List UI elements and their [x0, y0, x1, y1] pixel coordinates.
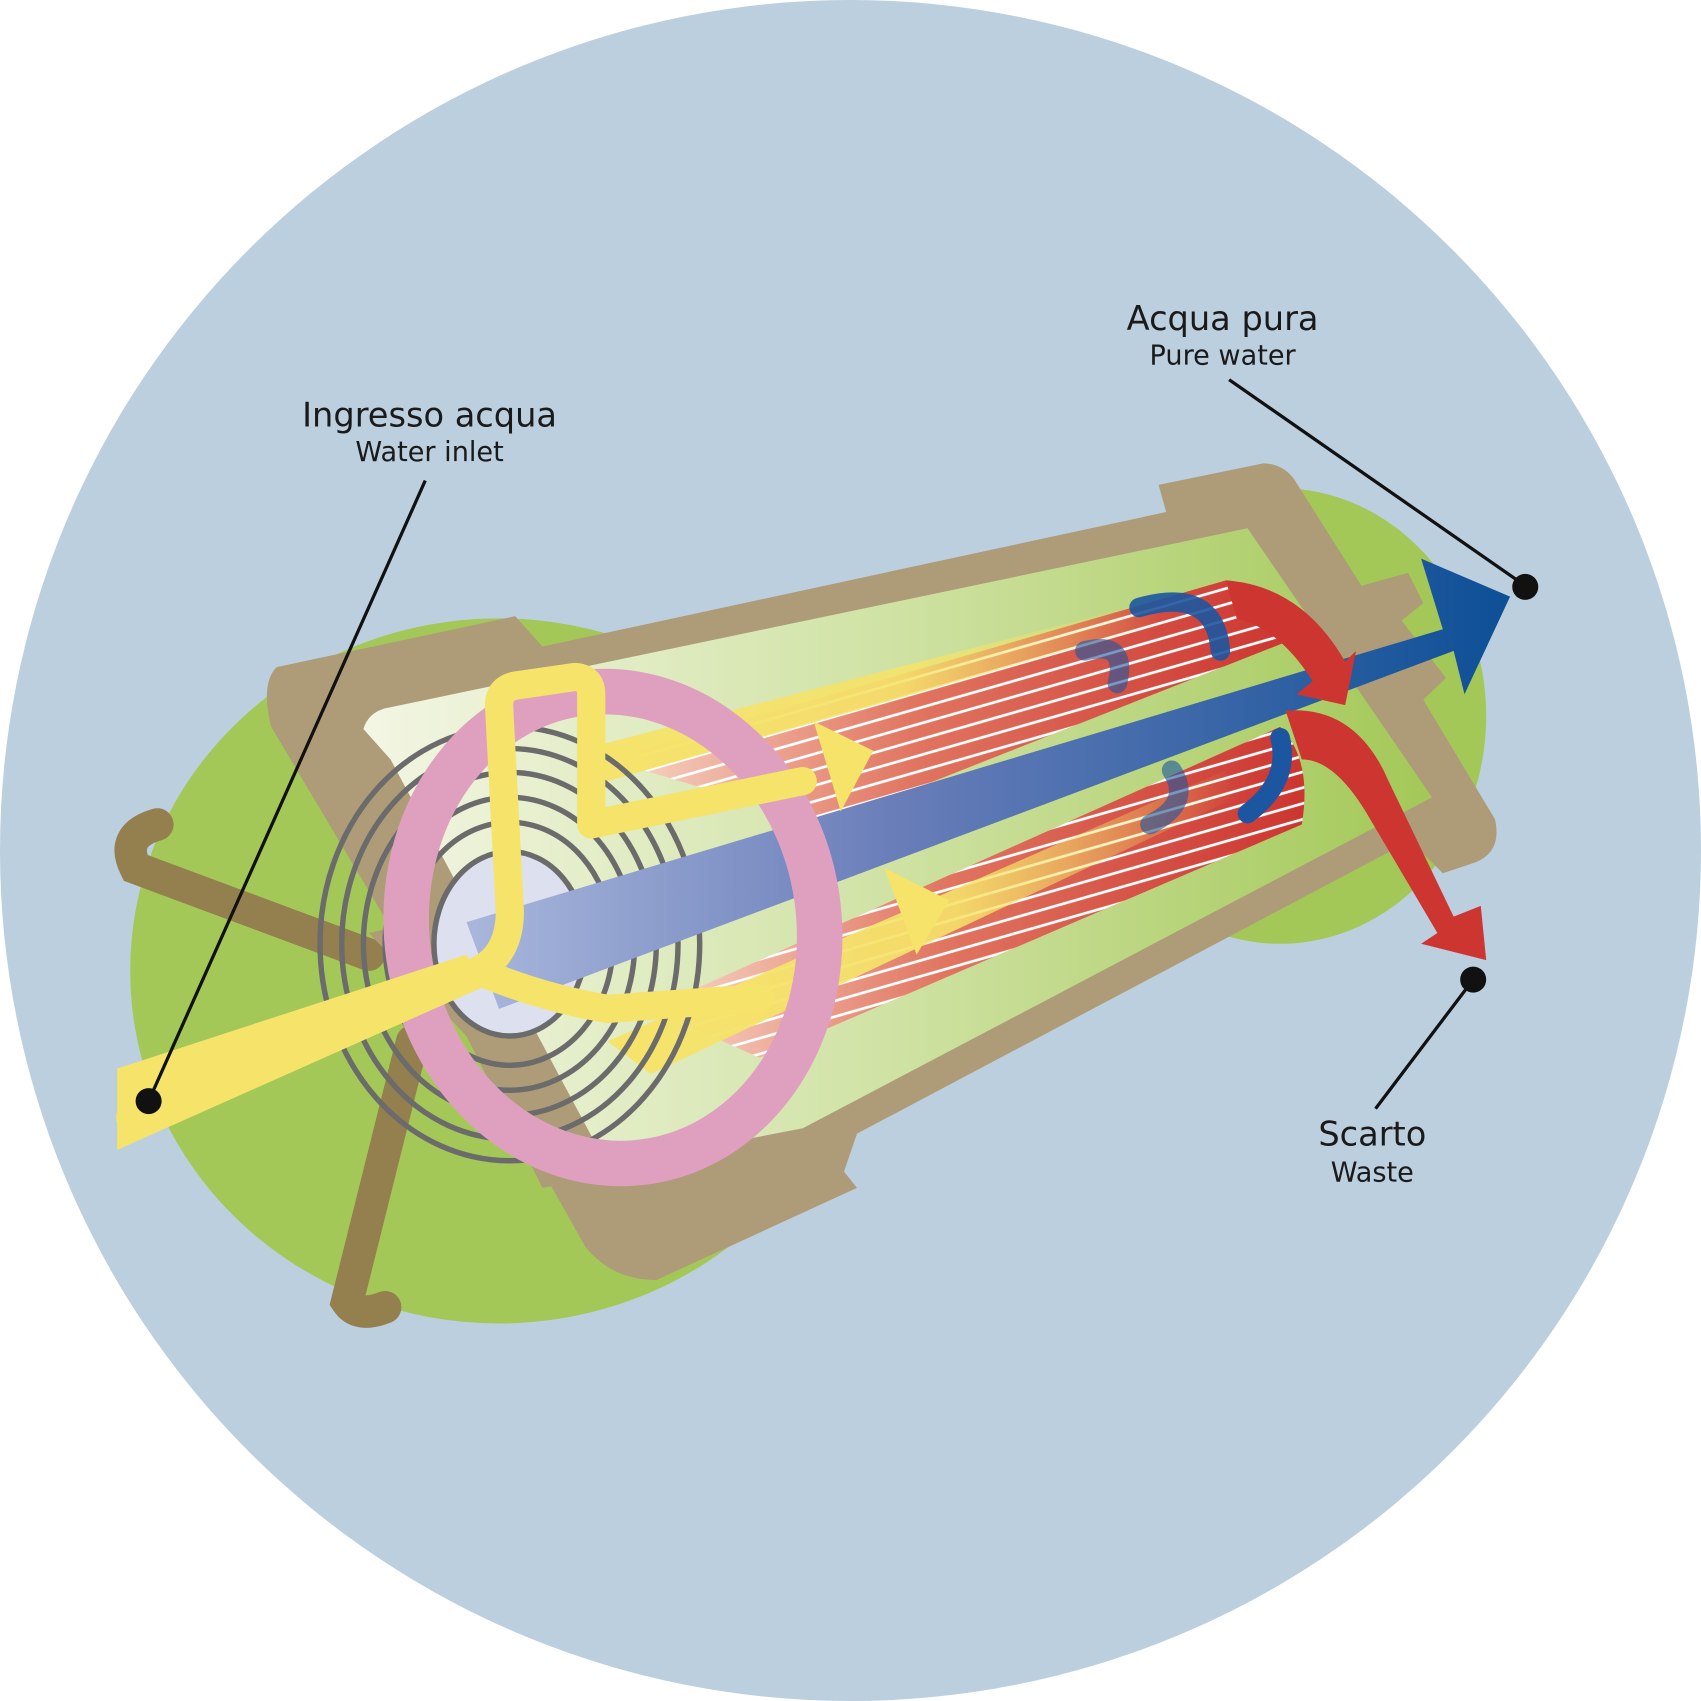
feed-inlet-flow: [116, 662, 817, 1132]
pure-label-it: Acqua pura: [1127, 299, 1319, 338]
pure-water-arrow: [466, 558, 1511, 1009]
waste-marker-dot: [1460, 966, 1487, 993]
waste-label-en: Waste: [1331, 1157, 1414, 1188]
waste-label-it: Scarto: [1318, 1115, 1426, 1154]
pure-label-en: Pure water: [1150, 340, 1297, 371]
leader-lines: [147, 378, 1527, 1110]
pure-marker-dot: [1512, 573, 1539, 600]
inlet-label-en: Water inlet: [355, 437, 503, 468]
waste-arrows: [1225, 580, 1487, 961]
feed-arrowheads: [813, 721, 950, 955]
inlet-marker-dot: [135, 1088, 162, 1115]
mounting-legs: [114, 808, 429, 1328]
permeate-curl-arrows: [1075, 592, 1293, 835]
inlet-pipe: [117, 954, 483, 1150]
inlet-label-it: Ingresso acqua: [302, 395, 557, 434]
